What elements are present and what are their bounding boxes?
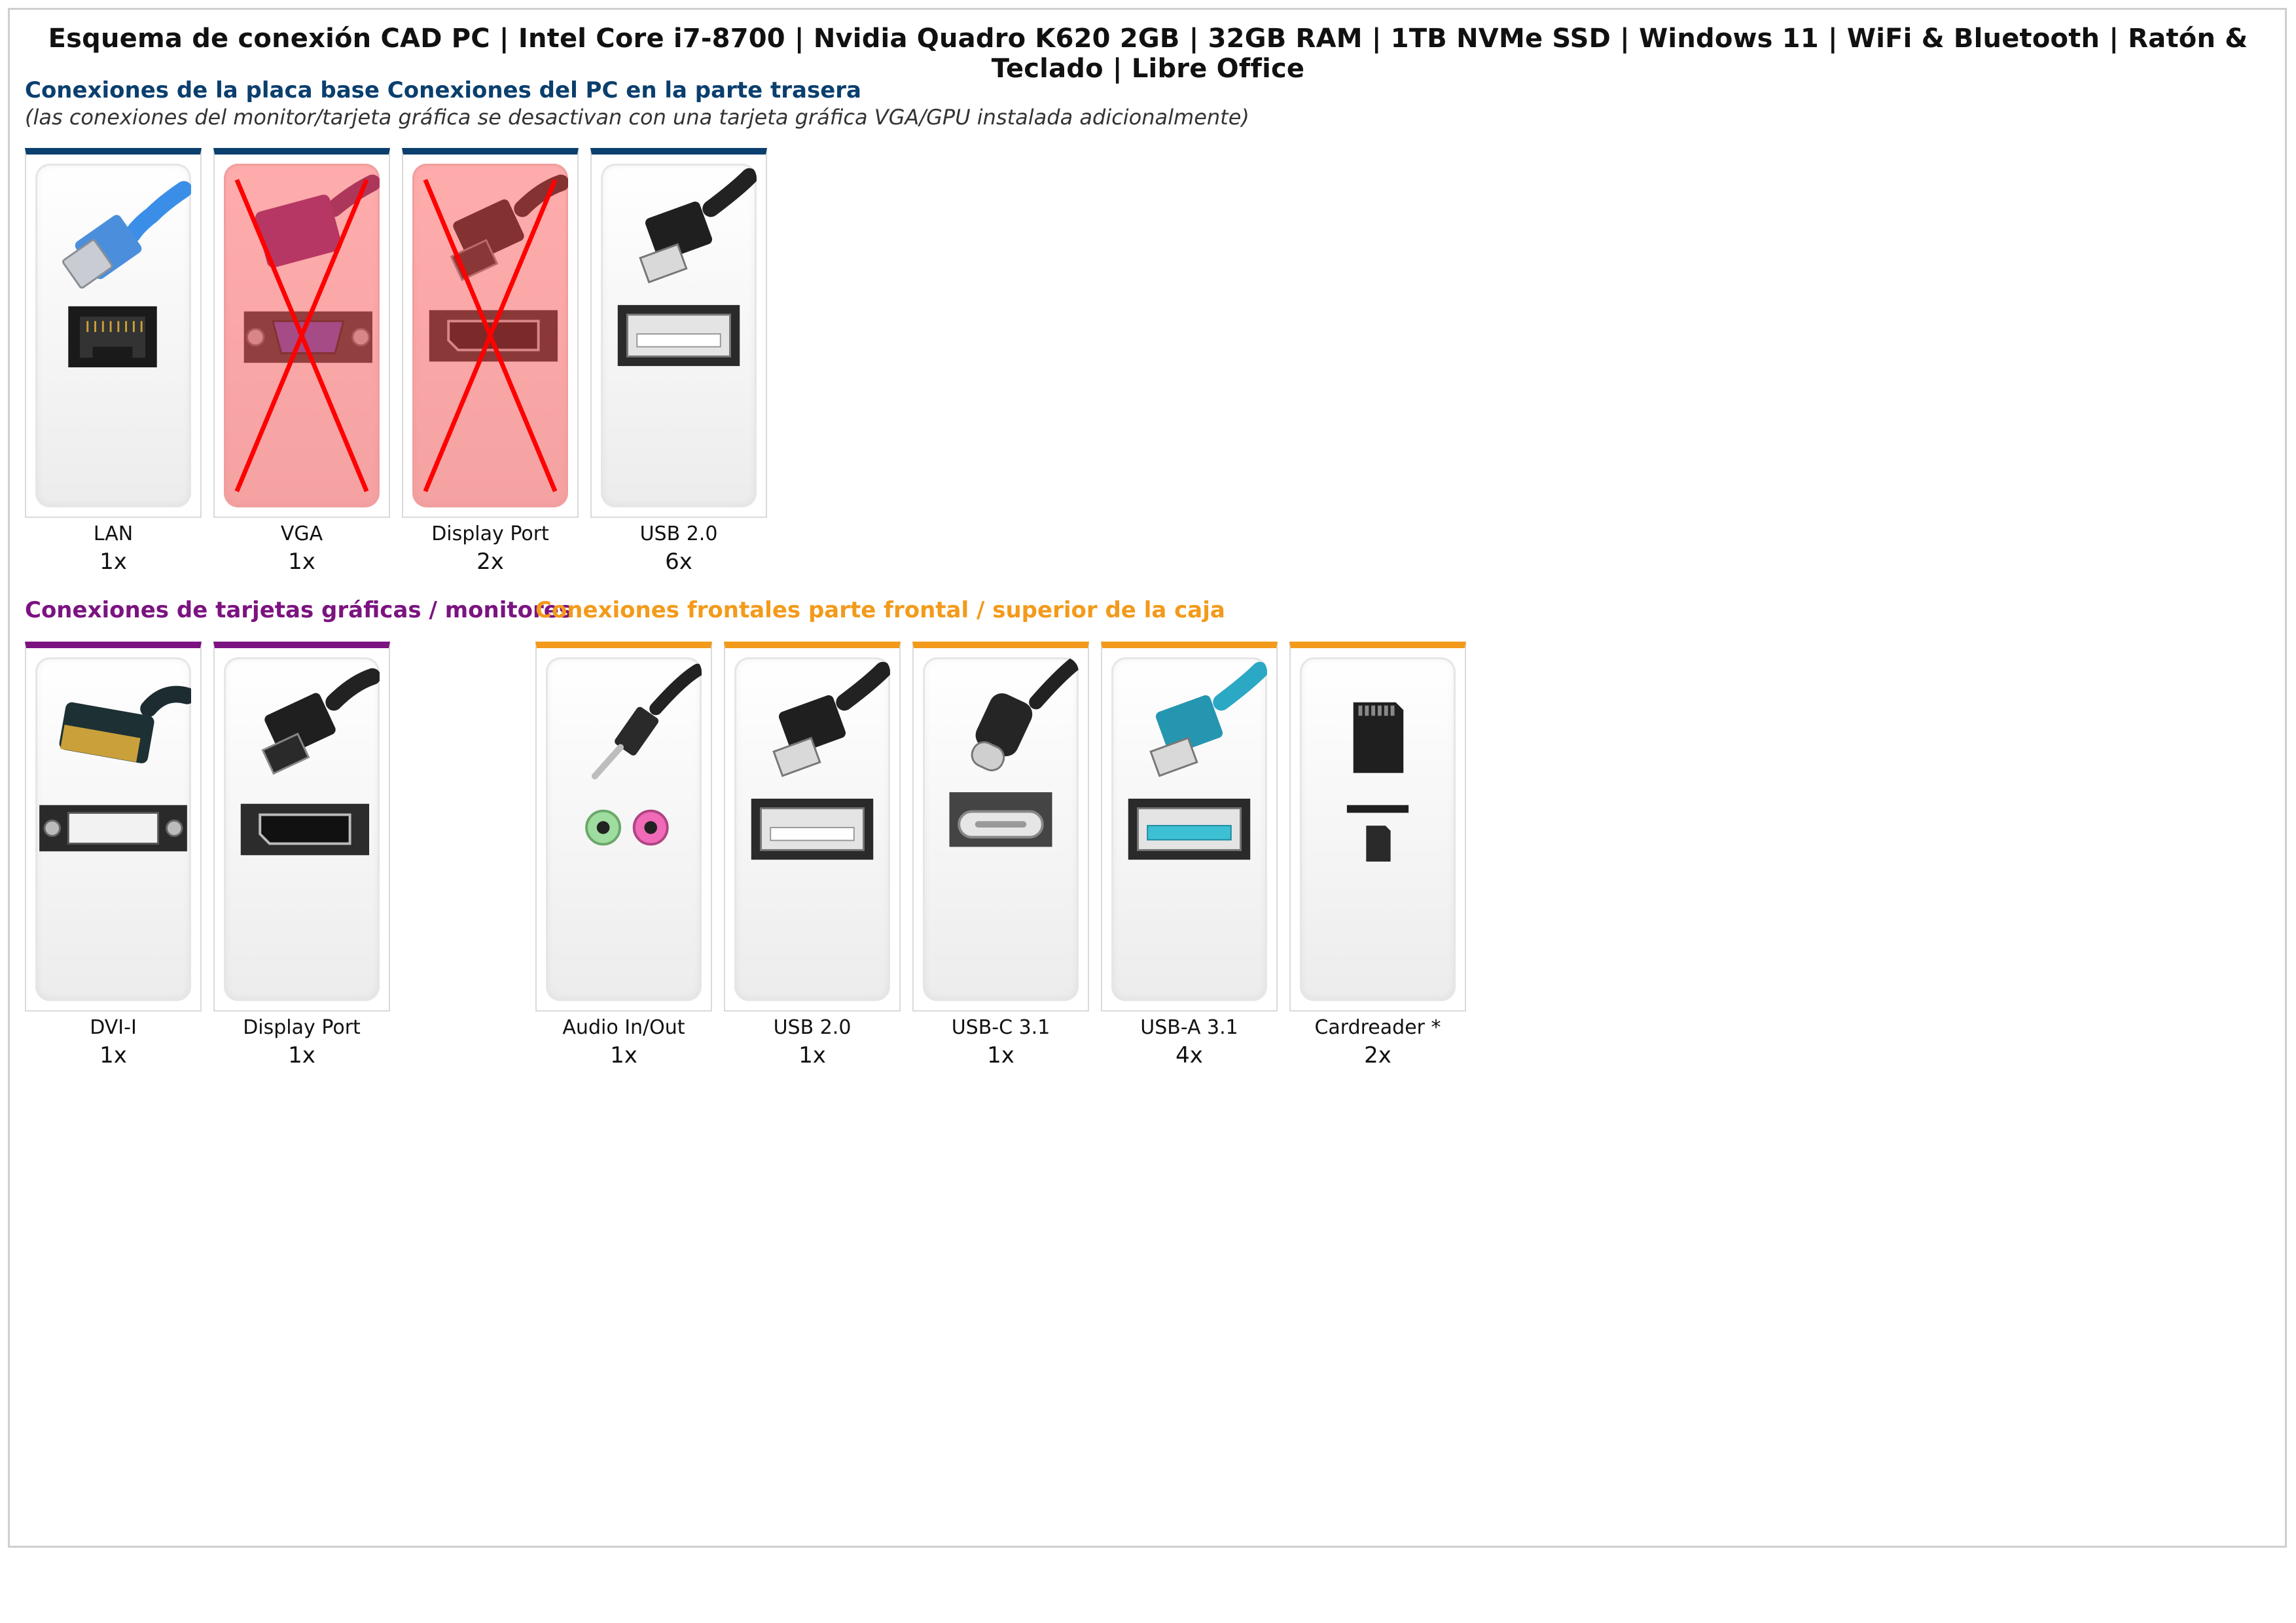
port-qty-usb2-rear: 6x: [665, 549, 692, 575]
port-label-usbc: USB-C 3.1: [951, 1016, 1050, 1039]
page-title: Esquema de conexión CAD PC | Intel Core …: [48, 24, 2248, 84]
page-frame: [8, 8, 2287, 1548]
port-card-vga: [213, 148, 390, 518]
port-label-usb2-rear: USB 2.0: [639, 522, 718, 545]
port-card-usb2-front: [724, 642, 901, 1012]
port-label-vga: VGA: [280, 522, 323, 545]
port-card-displayport-rear: [402, 148, 579, 518]
port-card-cardreader: [1289, 642, 1466, 1012]
displayport-icon: [429, 174, 568, 362]
usb-a-3-icon: [1128, 661, 1267, 860]
cross-icon: [423, 179, 558, 492]
port-label-lan: LAN: [93, 522, 134, 545]
port-label-usb2-front: USB 2.0: [773, 1016, 852, 1039]
usb-c-icon: [949, 657, 1079, 847]
cross-icon: [234, 179, 369, 492]
port-qty-displayport-gpu: 1x: [288, 1042, 315, 1068]
front-section-title: Conexiones frontales parte frontal / sup…: [535, 597, 1225, 623]
port-label-cardreader: Cardreader *: [1314, 1016, 1441, 1039]
port-qty-displayport-rear: 2x: [476, 549, 504, 575]
usb-a-icon: [751, 661, 890, 860]
dvi-icon: [39, 685, 191, 852]
ethernet-icon: [62, 181, 191, 368]
disabled-overlay-vga: [224, 164, 380, 507]
rear-section-subtitle: (las conexiones del monitor/tarjeta gráf…: [25, 105, 1249, 130]
port-card-dvi: [25, 642, 202, 1012]
port-card-usbc: [912, 642, 1089, 1012]
port-qty-usba31: 4x: [1175, 1042, 1203, 1068]
port-card-displayport-gpu: [213, 642, 390, 1012]
usb-a-icon: [617, 168, 757, 367]
port-label-displayport-gpu: Display Port: [243, 1016, 361, 1039]
port-qty-dvi: 1x: [99, 1042, 127, 1068]
port-qty-usbc: 1x: [987, 1042, 1014, 1068]
rear-section-title: Conexiones de la placa base Conexiones d…: [25, 77, 861, 103]
port-qty-usb2-front: 1x: [798, 1042, 826, 1068]
port-label-audio: Audio In/Out: [562, 1016, 685, 1039]
port-card-audio: [535, 642, 712, 1012]
port-label-dvi: DVI-I: [90, 1016, 137, 1039]
port-label-displayport-rear: Display Port: [431, 522, 549, 545]
port-qty-vga: 1x: [288, 549, 315, 575]
port-label-usba31: USB-A 3.1: [1140, 1016, 1238, 1039]
port-card-usba31: [1101, 642, 1278, 1012]
port-card-usb2-rear: [590, 148, 767, 518]
sd-card-icon: [1346, 702, 1409, 862]
port-qty-audio: 1x: [610, 1042, 637, 1068]
port-qty-lan: 1x: [99, 549, 127, 575]
port-card-lan: [25, 148, 202, 518]
gpu-section-title: Conexiones de tarjetas gráficas / monito…: [25, 597, 573, 623]
disabled-overlay-displayport: [412, 164, 568, 507]
port-qty-cardreader: 2x: [1364, 1042, 1391, 1068]
audio-jack-icon: [585, 663, 702, 846]
displayport-icon: [240, 668, 380, 856]
